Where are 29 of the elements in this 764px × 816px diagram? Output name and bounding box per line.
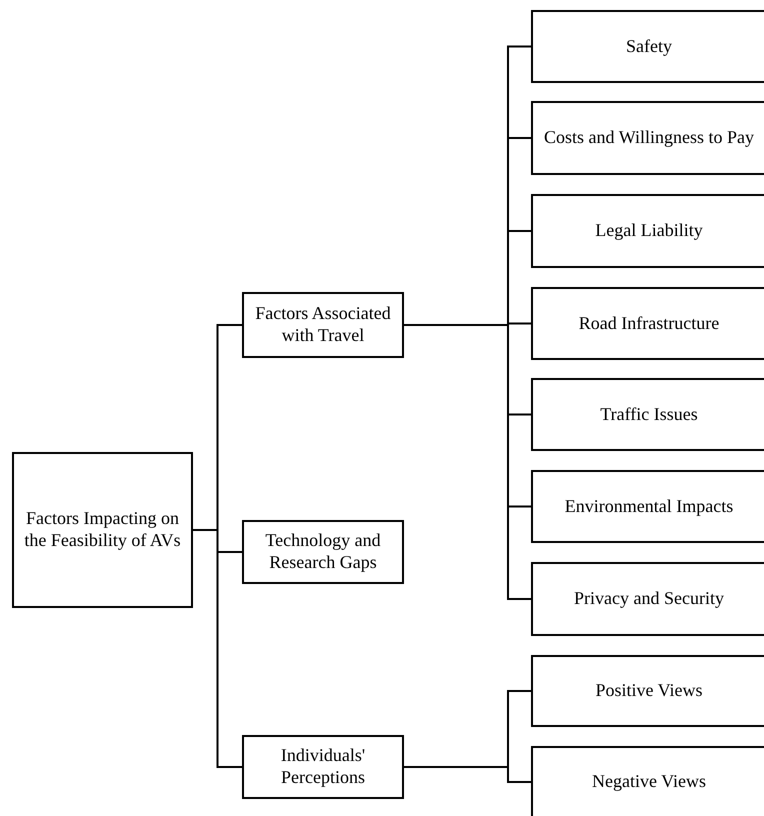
box-label: Negative Views	[590, 771, 708, 793]
connector-line	[404, 766, 531, 783]
category-box	[531, 194, 764, 268]
category-box	[531, 101, 764, 175]
category-box	[531, 655, 764, 727]
box-label: Technology and Research Gaps	[264, 530, 382, 574]
category-box	[242, 520, 404, 584]
category-box	[531, 562, 764, 636]
category-box	[531, 746, 764, 816]
box-label: Costs and Willingness to Pay	[543, 127, 755, 149]
box-label: Safety	[625, 36, 673, 58]
box-label: Legal Liability	[594, 220, 704, 242]
box-label: Positive Views	[594, 680, 704, 702]
box-label: Environmental Impacts	[564, 496, 734, 518]
connector-line	[193, 529, 242, 768]
category-box	[242, 735, 404, 799]
box-label: Individuals' Perceptions	[280, 745, 366, 789]
category-box	[12, 452, 193, 608]
category-box	[242, 292, 404, 358]
box-label: Traffic Issues	[599, 404, 699, 426]
box-label: Factors Impacting on the Feasibility of AVs	[23, 508, 182, 552]
box-label: Factors Associated with Travel	[254, 303, 392, 347]
box-label: Road Infrastructure	[578, 312, 720, 334]
category-box	[531, 287, 764, 360]
category-box	[531, 470, 764, 543]
box-label: Privacy and Security	[573, 588, 725, 610]
category-box	[531, 10, 764, 83]
category-box	[531, 378, 764, 451]
connector-line	[404, 324, 531, 600]
